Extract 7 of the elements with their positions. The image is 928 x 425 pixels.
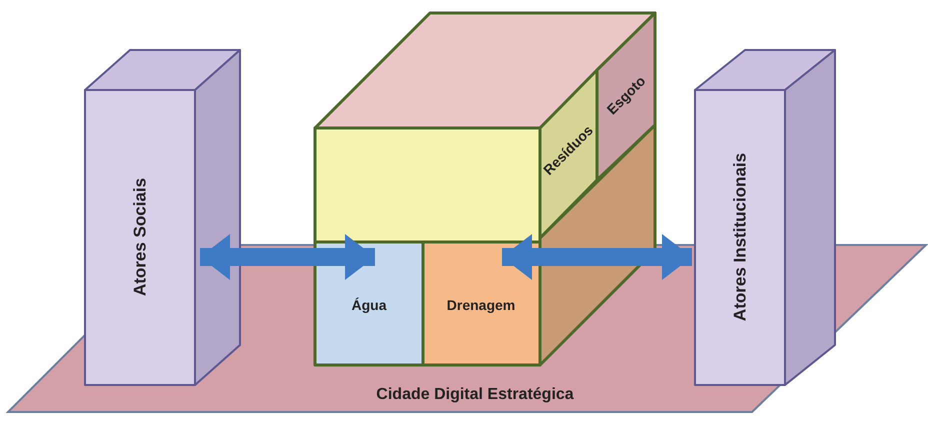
plane-caption: Cidade Digital Estratégica — [340, 380, 610, 410]
vertical-label: Atores Institucionais — [732, 152, 748, 322]
vertical-label: Atores Sociais — [132, 178, 148, 296]
double-arrow — [502, 234, 692, 280]
double-arrow — [200, 234, 375, 280]
panel-label: Água — [352, 298, 386, 312]
panel-label: Drenagem — [446, 298, 516, 312]
